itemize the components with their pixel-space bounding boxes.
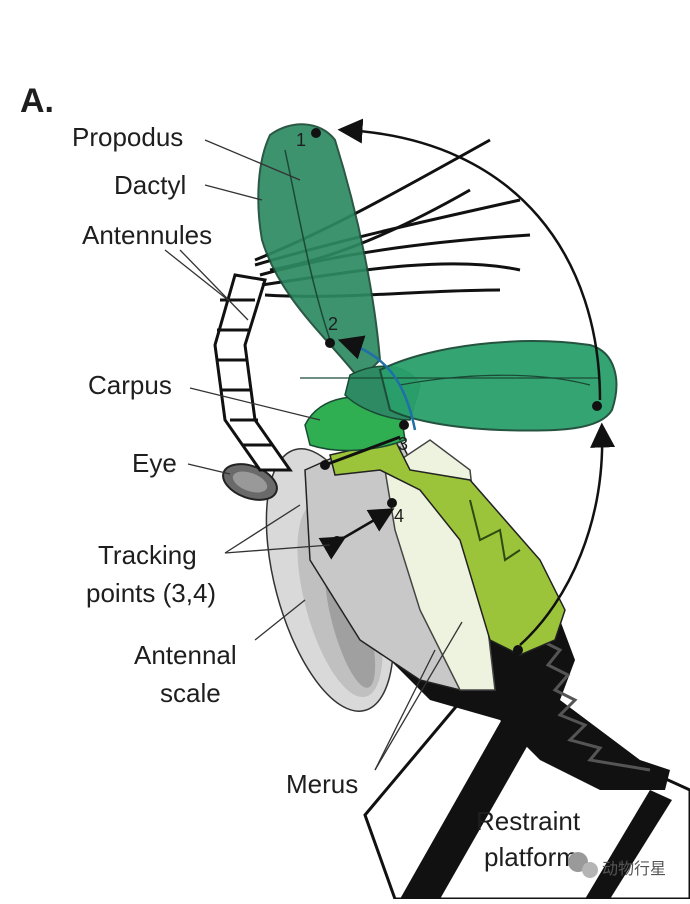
- leader-lines: [164, 139, 463, 771]
- point-numbers: 1 2 3 4: [296, 130, 408, 526]
- arc-arrow-bottom: [519, 422, 616, 646]
- label-eye: Eye: [132, 448, 177, 478]
- labels: Propodus Dactyl Antennules Carpus Eye Tr…: [72, 122, 581, 872]
- panel-label: A.: [20, 82, 54, 120]
- watermark: 动物行星: [568, 852, 666, 878]
- strike-arrows: [318, 118, 616, 646]
- antennules: [213, 273, 293, 472]
- label-tracking-line1: Tracking: [98, 540, 197, 570]
- label-merus: Merus: [286, 769, 358, 799]
- arc-arrow-small: [337, 335, 417, 431]
- label-antennules: Antennules: [82, 220, 212, 250]
- label-restraint-line2: platform: [484, 842, 578, 872]
- label-antennal-line2: scale: [160, 678, 221, 708]
- watermark-text: 动物行星: [602, 860, 666, 878]
- label-carpus: Carpus: [88, 370, 172, 400]
- label-restraint-line1: Restraint: [476, 806, 581, 836]
- label-dactyl: Dactyl: [114, 170, 186, 200]
- propodus-extended: [300, 340, 618, 432]
- arc-arrow-top: [337, 118, 602, 401]
- point-4-number: 4: [394, 506, 404, 526]
- tracking-dots: [311, 128, 602, 655]
- point-2-number: 2: [328, 314, 338, 334]
- propodus-dactyl: [257, 123, 382, 382]
- lime-segment: [329, 439, 566, 656]
- label-tracking-line2: points (3,4): [86, 578, 216, 608]
- tracking-line-3: [324, 435, 401, 467]
- label-propodus: Propodus: [72, 122, 183, 152]
- restraint-platform: [363, 688, 690, 901]
- point-1-number: 1: [296, 130, 306, 150]
- point-3-number: 3: [398, 434, 408, 454]
- label-antennal-line1: Antennal: [134, 640, 237, 670]
- tracking-double-arrow: [318, 508, 395, 560]
